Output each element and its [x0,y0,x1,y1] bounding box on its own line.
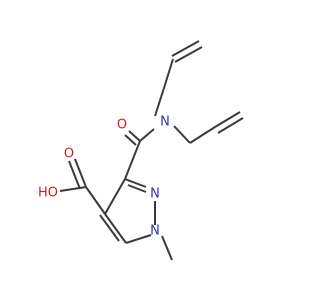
bonds [59,40,244,261]
atom-n-ring-1: N [150,224,160,239]
atom-labels: N O N N O HO [38,115,170,239]
bond-n1-c5 [125,234,152,244]
bond-cooh-o-double-b [68,160,81,190]
bond-n-allyl-1 [154,87,165,117]
bond-n-allyl-2 [173,125,191,144]
bond-cooh-o-double-a [74,158,87,188]
atom-n-ring-2: N [150,187,160,202]
bond-c3-n2-double-a [124,178,147,188]
bond-vinyl-1-double-b [171,40,200,57]
bond-cooh-oh [59,186,87,192]
bond-c5-c4-double-b [99,214,120,242]
atom-o-amide: O [117,118,127,133]
bond-c-o-amide-a [128,130,141,142]
bond-vinyl-2-double-b [217,117,244,134]
bond-c4-c3 [104,178,126,215]
bond-n-carbonyl [139,128,155,142]
bond-allyl-2-ch2 [189,126,216,144]
atom-n-amide: N [160,115,170,130]
bond-vinyl-2-double-a [214,111,241,128]
bond-n1-methyl [161,235,173,261]
bond-vinyl-1-double-a [174,46,203,63]
molecule-structure: N O N N O HO [38,40,244,261]
bond-allyl-1-ch2 [163,58,174,89]
atom-o-acid: O [64,147,74,162]
bond-c5-c4-double-a [104,213,127,244]
bond-carbonyl-ring [124,140,141,180]
bond-c3-n2-double-b [127,184,147,193]
atom-oh-acid: HO [38,186,58,201]
bond-c-o-amide-b [124,134,137,146]
bond-c4-cooh [85,186,106,215]
